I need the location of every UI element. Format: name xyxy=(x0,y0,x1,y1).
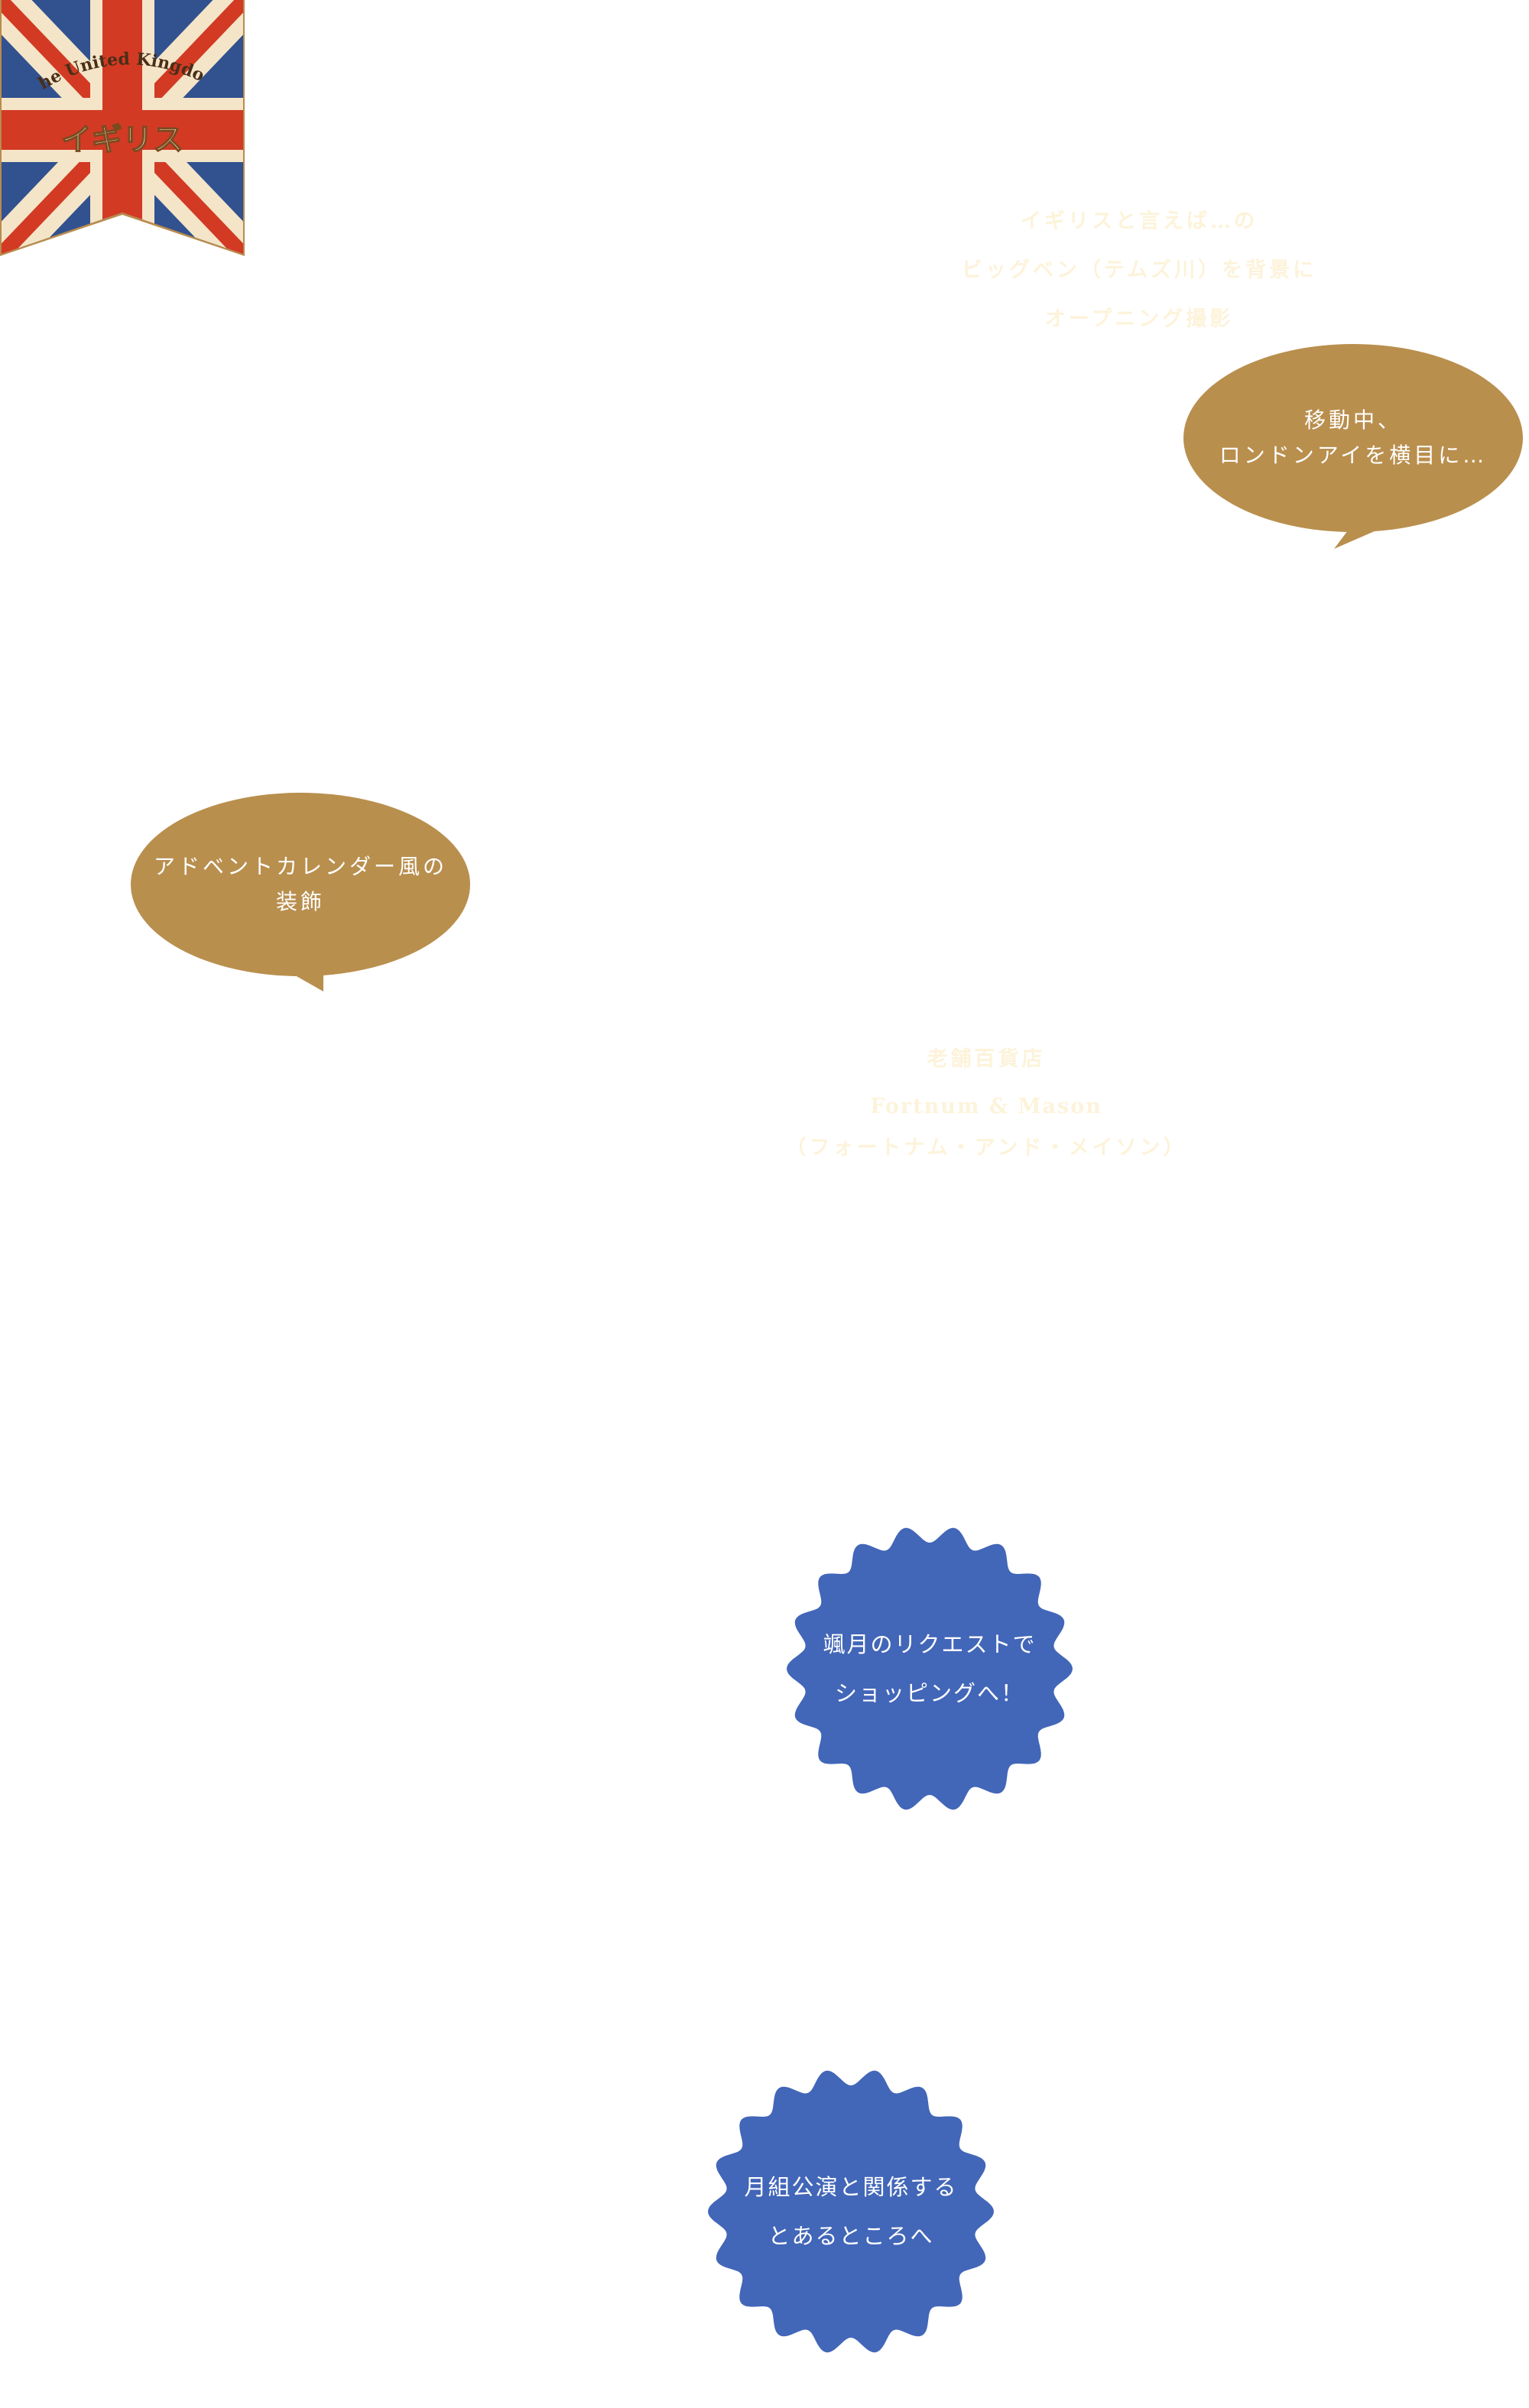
speech-bubble-london-eye: 移動中、 ロンドンアイを横目に… xyxy=(1181,342,1525,550)
bubble-line: 装飾 xyxy=(275,889,325,914)
badge-shopping: 颯月のリクエストで ショッピングへ！ xyxy=(778,1517,1081,1820)
badge-line: 颯月のリクエストで xyxy=(823,1631,1037,1657)
badge-moon-troupe: 月組公演と関係する とあるところへ xyxy=(700,2060,1002,2363)
badge-line: ショッピングへ！ xyxy=(834,1680,1024,1706)
bubble-line: ロンドンアイを横目に… xyxy=(1219,443,1488,468)
speech-bubble-shape-icon xyxy=(1183,344,1523,549)
bubble-line: 移動中、 xyxy=(1303,407,1402,433)
scalloped-badge-icon xyxy=(787,1527,1073,1810)
scalloped-badge-shape xyxy=(708,2070,994,2353)
store-caption: 老舗百貨店 Fortnum & Mason （フォートナム・アンド・メイソン） xyxy=(785,1047,1187,1160)
speech-bubble-advent: アドベントカレンダー風の 装飾 xyxy=(128,791,472,991)
bubble-line: アドベントカレンダー風の xyxy=(153,854,447,879)
speech-bubble-shape-icon xyxy=(131,793,470,991)
union-jack-flag-icon: The United Kingdom イギリス xyxy=(0,0,245,256)
banner-country-ja: イギリス xyxy=(61,122,183,157)
scalloped-badge-shape xyxy=(787,1527,1073,1810)
scalloped-badge-icon xyxy=(708,2070,994,2353)
country-banner: The United Kingdom イギリス xyxy=(0,0,245,256)
opening-caption: イギリスと言えば…の ビッグベン（テムズ川）を背景に オープニング撮影 xyxy=(961,209,1317,331)
badge-line: とあるところへ xyxy=(768,2223,934,2249)
badge-line: 月組公演と関係する xyxy=(744,2174,958,2200)
